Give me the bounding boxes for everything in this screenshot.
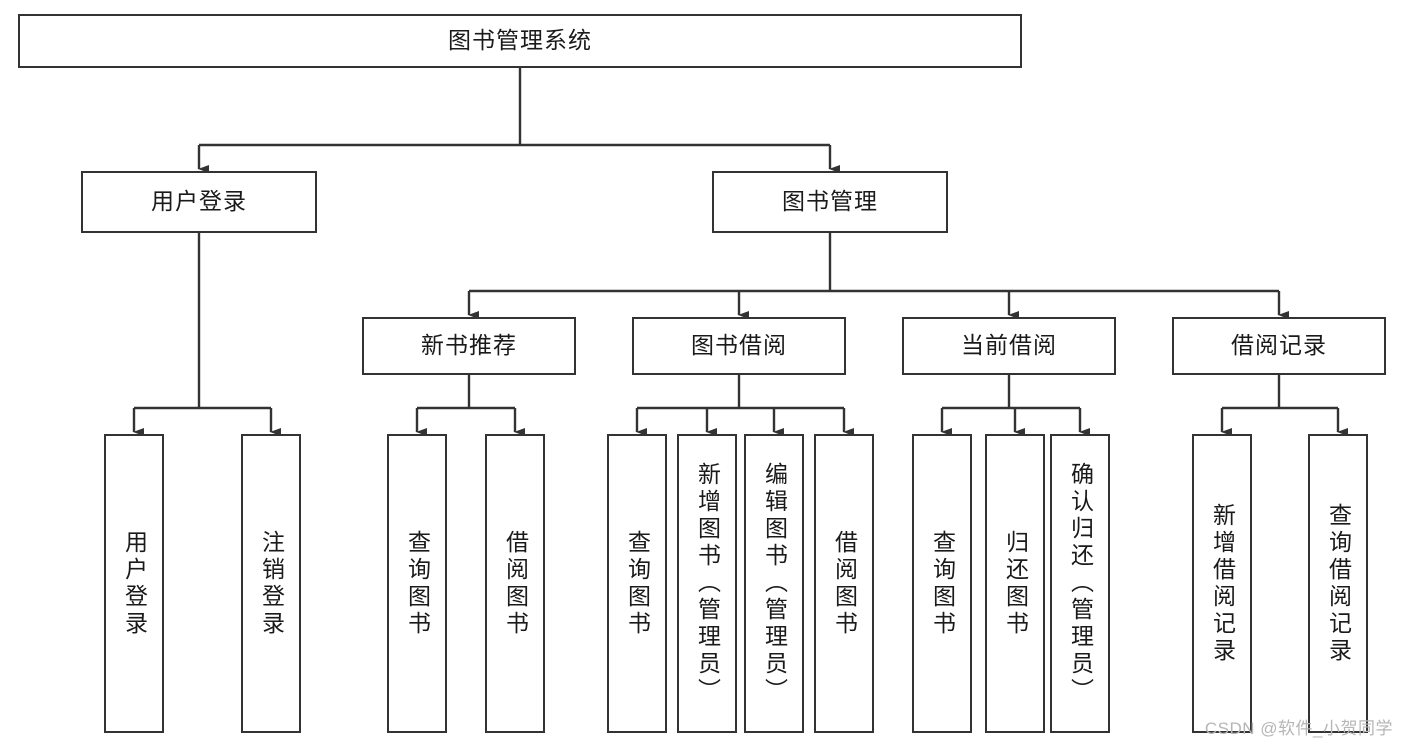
node-label: 查询图书 [929,529,956,638]
node-leaf-borrow-book-1[interactable]: 借阅图书 [485,434,545,733]
node-leaf-user-login[interactable]: 用户登录 [104,434,164,733]
node-label: 借阅图书 [502,529,529,638]
node-label: 查询图书 [624,529,651,638]
node-label: 编辑图书（管理员） [761,462,788,705]
node-label: 新增借阅记录 [1209,502,1236,665]
node-leaf-confirm-return-admin[interactable]: 确认归还（管理员） [1050,434,1110,733]
node-label: 图书管理 [782,188,878,215]
node-label: 用户登录 [121,529,148,638]
node-borrow-record[interactable]: 借阅记录 [1172,317,1386,375]
node-root[interactable]: 图书管理系统 [18,14,1022,68]
node-label: 注销登录 [258,529,285,638]
node-leaf-query-book-3[interactable]: 查询图书 [912,434,972,733]
node-book-borrow[interactable]: 图书借阅 [632,317,846,375]
node-label: 查询借阅记录 [1325,502,1352,665]
node-label: 确认归还（管理员） [1067,462,1094,705]
node-leaf-edit-book-admin[interactable]: 编辑图书（管理员） [744,434,804,733]
node-label: 新书推荐 [421,332,517,359]
node-leaf-logout-login[interactable]: 注销登录 [241,434,301,733]
node-label: 新增图书（管理员） [694,462,721,705]
node-label: 归还图书 [1002,529,1029,638]
node-leaf-return-book[interactable]: 归还图书 [985,434,1045,733]
node-label: 当前借阅 [961,332,1057,359]
node-leaf-borrow-book-2[interactable]: 借阅图书 [814,434,874,733]
node-current-borrow[interactable]: 当前借阅 [902,317,1116,375]
node-label: 查询图书 [404,529,431,638]
node-new-book-recommend[interactable]: 新书推荐 [362,317,576,375]
node-book-manage[interactable]: 图书管理 [712,171,948,233]
node-leaf-query-book-2[interactable]: 查询图书 [607,434,667,733]
node-label: 借阅图书 [831,529,858,638]
node-leaf-query-borrow-record[interactable]: 查询借阅记录 [1308,434,1368,733]
node-label: 图书借阅 [691,332,787,359]
node-leaf-query-book-1[interactable]: 查询图书 [387,434,447,733]
node-label: 用户登录 [151,188,247,215]
node-leaf-add-book-admin[interactable]: 新增图书（管理员） [677,434,737,733]
node-leaf-add-borrow-record[interactable]: 新增借阅记录 [1192,434,1252,733]
node-label: 图书管理系统 [448,27,592,54]
node-label: 借阅记录 [1231,332,1327,359]
node-user-login[interactable]: 用户登录 [81,171,317,233]
